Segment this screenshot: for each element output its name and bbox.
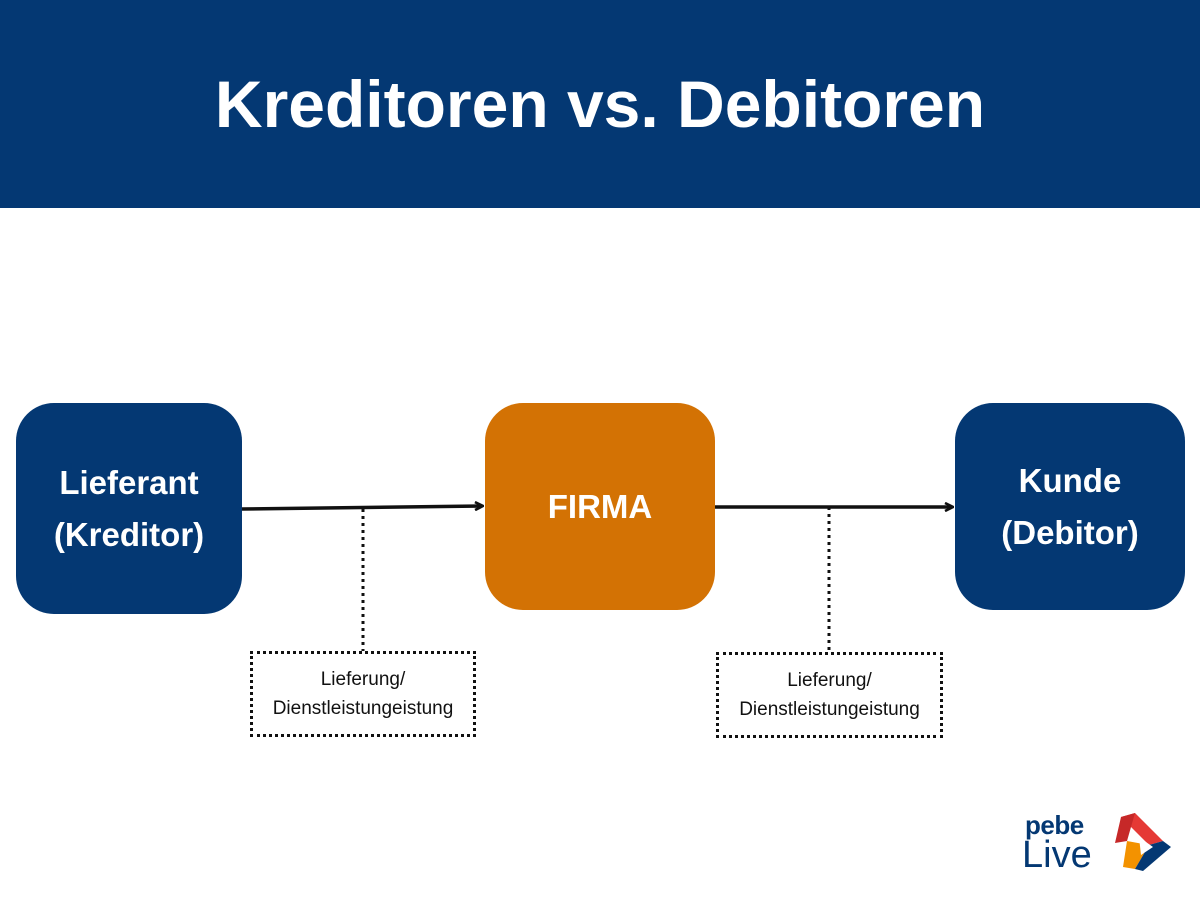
note-line-2: Dienstleistungeistung (739, 699, 920, 720)
note-line-2: Dienstleistungeistung (272, 698, 454, 719)
flow-note-supplier-firm: Lieferung/ Dienstleistungeistung (250, 651, 476, 737)
logo-word-live: Live (1022, 834, 1092, 876)
page-title: Kreditoren vs. Debitoren (214, 67, 986, 141)
logo-word-pebe: pebe (1025, 810, 1084, 840)
firm-node: FIRMA (485, 403, 715, 610)
note-line-1: Lieferung/ (320, 669, 406, 690)
pebe-live-logo: pebe Live (1022, 808, 1177, 880)
header-banner: Kreditoren vs. Debitoren (0, 0, 1200, 208)
play-arrow-icon (1115, 813, 1171, 871)
customer-label: Kunde (1018, 461, 1122, 499)
supplier-role: (Kreditor) (53, 515, 205, 553)
customer-role: (Debitor) (1001, 513, 1139, 551)
arrow-supplier-to-firm (241, 506, 482, 509)
supplier-node: Lieferant (Kreditor) (16, 403, 242, 614)
supplier-label: Lieferant (59, 463, 199, 501)
customer-node: Kunde (Debitor) (955, 403, 1185, 610)
note-line-1: Lieferung/ (787, 670, 872, 691)
flow-note-firm-customer: Lieferung/ Dienstleistungeistung (716, 652, 943, 738)
firm-label: FIRMA (547, 487, 653, 525)
